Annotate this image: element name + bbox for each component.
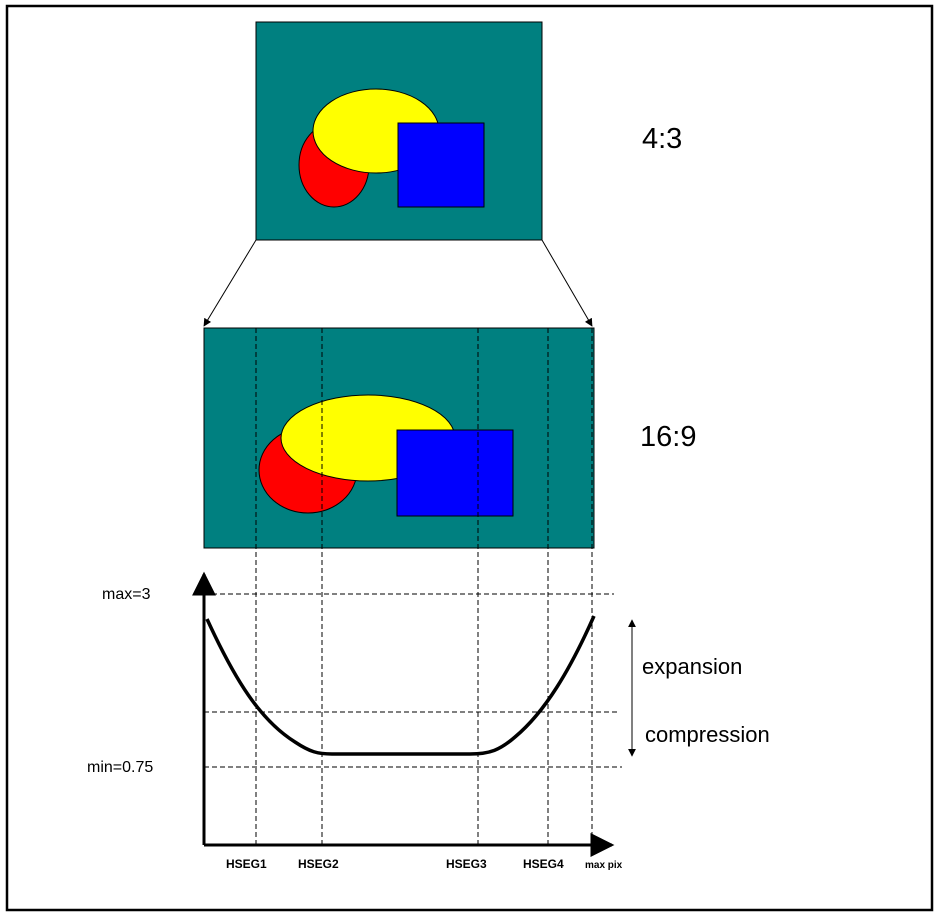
ratio-label-16-9: 16:9 — [640, 421, 696, 453]
hseg3-label: HSEG3 — [446, 857, 487, 871]
max-pix-label: max pix — [585, 860, 623, 871]
max-label: max=3 — [102, 586, 151, 603]
scaling-curve — [205, 615, 596, 756]
ratio-label-4-3: 4:3 — [642, 123, 682, 155]
image-4-3 — [255, 21, 543, 241]
left-expand-arrow — [203, 239, 257, 327]
hseg2-label: HSEG2 — [298, 857, 339, 871]
compression-label: compression — [645, 722, 770, 747]
segment-guides — [255, 328, 593, 845]
hseg4-label: HSEG4 — [523, 857, 564, 871]
level-lines — [204, 593, 622, 768]
expansion-label: expansion — [642, 654, 742, 679]
min-label: min=0.75 — [87, 759, 153, 776]
hseg1-label: HSEG1 — [226, 857, 267, 871]
blue-square-4-3 — [397, 122, 485, 208]
right-expand-arrow — [541, 239, 593, 327]
image-16-9 — [203, 327, 595, 549]
blue-square-16-9 — [396, 429, 514, 517]
